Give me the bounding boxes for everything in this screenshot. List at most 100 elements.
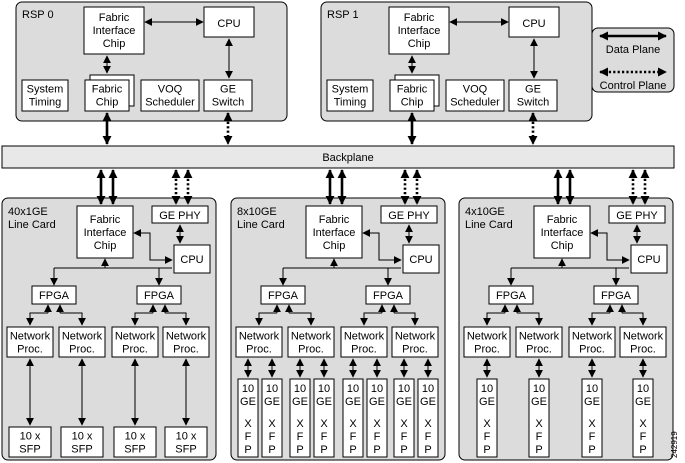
card-0-network-proc-2-label-line-2: Proc. — [69, 344, 95, 356]
card-0-sfp-4-label-line-1: 10 x — [176, 431, 197, 443]
card-0-ge-phy-label: GE PHY — [159, 210, 201, 222]
card-1-xfp-4-line-2: GE — [316, 396, 332, 408]
card-2-fpga-2-label: FPGA — [601, 290, 632, 302]
card-0-network-proc-3-label-line-2: Proc. — [122, 344, 148, 356]
card-1-xfp-8-line-5: P — [424, 444, 431, 456]
card-0-network-proc-3 — [111, 326, 159, 358]
rsp-1-ge-switch — [508, 79, 558, 112]
card-1-network-proc-1 — [235, 326, 283, 358]
rsp-0-fabric-interface-chip-label-line-1: Fabric — [99, 12, 130, 24]
card-0-sfp-2-label-line-2: SFP — [71, 444, 92, 456]
rsp-0-voq-scheduler-label-line-1: VOQ — [158, 84, 183, 96]
card-1-title-line-2: Line Card — [237, 219, 285, 231]
card-1-xfp-7-line-2: GE — [396, 396, 412, 408]
card-1-fabric-interface-chip — [305, 205, 363, 259]
card-1-xfp-4-line-5: P — [320, 444, 327, 456]
card-0-network-proc-4 — [162, 326, 210, 358]
rsp-0-fabric-interface-chip — [83, 6, 145, 55]
card-1-xfp-1 — [237, 378, 259, 458]
card-0-fpga0-np-left — [26, 312, 48, 326]
card-1-xfp-3-line-1: 10 — [294, 383, 306, 395]
card-0-fabric-interface-chip-label-line-3: Chip — [94, 240, 117, 252]
card-2-xfp-2-line-2: GE — [531, 396, 547, 408]
card-1-xfp-1-line-4: F — [245, 431, 252, 443]
card-1-xfp-4 — [313, 378, 335, 458]
rsp-0-fabric-interface-chip-label-line-3: Chip — [103, 38, 126, 50]
card-1-xfp-1-line-3: X — [244, 418, 252, 430]
rsp-1-voq-scheduler-label-line-2: Scheduler — [450, 97, 500, 109]
card-0-cpu — [173, 244, 211, 274]
card-1-network-proc-2-label-line-2: Proc. — [298, 344, 324, 356]
card-1-xfp-1-line-5: P — [244, 444, 251, 456]
rsp-1-fabric-chip-label-line-1: Fabric — [397, 84, 428, 96]
card-1-fpga-1-label: FPGA — [268, 290, 299, 302]
card-0-network-proc-1-label-line-2: Proc. — [17, 344, 43, 356]
card-1-xfp-6-line-3: X — [373, 418, 381, 430]
card-1-fpga-2 — [365, 285, 411, 305]
rsp-0-cpu — [203, 6, 255, 38]
card-1-xfp-4-line-4: F — [321, 431, 328, 443]
card-0-fpga1-np-right — [165, 312, 190, 326]
card-0-fpga-2 — [136, 285, 182, 305]
card-0-cpu-label: CPU — [180, 254, 203, 266]
card-1-xfp-3-line-3: X — [296, 418, 304, 430]
card-1-xfp-5-line-5: P — [349, 444, 356, 456]
card-2-xfp-3-line-4: F — [589, 431, 596, 443]
card-2-fpga-2 — [593, 285, 639, 305]
card-1-xfp-7-line-1: 10 — [398, 383, 410, 395]
card-2-xfp-1-line-4: F — [484, 431, 491, 443]
card-2-xfp-4-line-2: GE — [635, 396, 651, 408]
card-1-xfp-6 — [366, 378, 388, 458]
rsp-1-voq-scheduler-label-line-1: VOQ — [463, 84, 488, 96]
card-2-ge-phy-label: GE PHY — [616, 210, 658, 222]
rsp-0-system-timing-label-line-2: Timing — [29, 97, 62, 109]
card-2-xfp-3-line-2: GE — [584, 396, 600, 408]
rsp-0-fabric-interface-chip-label-line-2: Interface — [93, 25, 136, 37]
card-1-network-proc-3 — [340, 326, 388, 358]
card-1-network-proc-1-label-line-1: Network — [239, 331, 280, 343]
card-1-xfp-5-line-1: 10 — [347, 383, 359, 395]
card-0-fpga0-np-right — [60, 312, 86, 326]
rsp-0-fabric-chip-label-line-1: Fabric — [92, 84, 123, 96]
card-2-fabric-interface-chip-label-line-2: Interface — [541, 227, 584, 239]
card-2-xfp-3-line-5: P — [588, 444, 595, 456]
rsp-1-fabric-interface-chip-label-line-3: Chip — [408, 38, 431, 50]
card-2-network-proc-2 — [515, 326, 563, 358]
card-2-xfp-2-line-1: 10 — [533, 383, 545, 395]
card-1-xfp-4-line-1: 10 — [318, 383, 330, 395]
card-2-xfp-1-line-1: 10 — [481, 383, 493, 395]
card-2-xfp-3-line-3: X — [588, 418, 596, 430]
card-2-network-proc-2-label-line-1: Network — [519, 331, 560, 343]
card-2-xfp-1-line-2: GE — [479, 396, 495, 408]
card-1-xfp-5-line-3: X — [349, 418, 357, 430]
card-2-xfp-3-line-1: 10 — [586, 383, 598, 395]
card-1-fabric-interface-chip-label-line-3: Chip — [323, 240, 346, 252]
card-2-fpga1-np-right — [622, 312, 647, 326]
card-1-xfp-2 — [261, 378, 283, 458]
card-0-fpga-1-label: FPGA — [39, 290, 70, 302]
card-1-xfp-6-line-4: F — [374, 431, 381, 443]
card-2-xfp-2-line-3: X — [535, 418, 543, 430]
card-1-xfp-3-line-4: F — [297, 431, 304, 443]
card-2-ge-phy — [608, 205, 666, 224]
card-1-ge-phy-label: GE PHY — [388, 210, 430, 222]
card-0-sfp-3 — [113, 426, 157, 458]
card-1-xfp-8-line-3: X — [424, 418, 432, 430]
rsp-1-fabric-chip-label-line-2: Chip — [401, 97, 424, 109]
card-0-network-proc-2-label-line-1: Network — [62, 331, 103, 343]
card-2-xfp-2-line-5: P — [535, 444, 542, 456]
card-0-sfp-1 — [8, 426, 52, 458]
rsp-0-cpu-label: CPU — [217, 18, 240, 30]
card-0-fpga-2-label: FPGA — [144, 290, 175, 302]
rsp-0-ge-switch-label-line-1: GE — [220, 84, 236, 96]
card-0-network-proc-1 — [6, 326, 54, 358]
card-2-xfp-2 — [528, 378, 550, 458]
card-0-fabric-interface-chip-label-line-2: Interface — [84, 227, 127, 239]
figure-id: 242919 — [670, 431, 679, 458]
card-2-network-proc-1-label-line-1: Network — [467, 331, 508, 343]
card-0-sfp-2 — [60, 426, 104, 458]
card-2-title-line-2: Line Card — [465, 219, 513, 231]
card-2-network-proc-1-label-line-2: Proc. — [474, 344, 500, 356]
rsp-1-voq-scheduler — [445, 79, 505, 112]
